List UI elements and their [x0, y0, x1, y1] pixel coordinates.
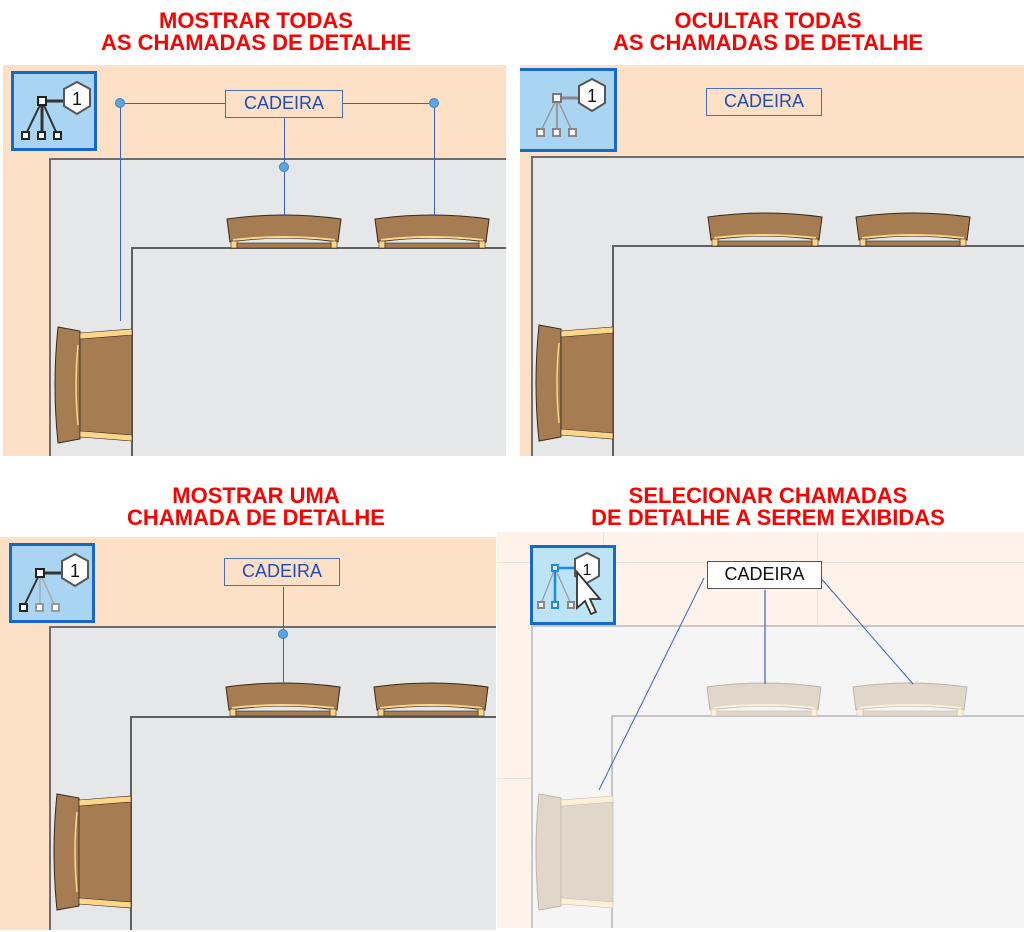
- leader-lines: [598, 575, 914, 791]
- chair-top-1[interactable]: [225, 214, 343, 249]
- chair-top-2[interactable]: [372, 682, 490, 717]
- title-line-2: AS CHAMADAS DE DETALHE: [100, 30, 412, 55]
- title-line-2: AS CHAMADAS DE DETALHE: [612, 30, 924, 55]
- chair-top-1[interactable]: [224, 682, 342, 717]
- title-line-2: DE DETALHE A SEREM EXIBIDAS: [591, 505, 945, 530]
- title-line-1: MOSTRAR UMA: [172, 483, 340, 508]
- leader-handle-center[interactable]: [279, 162, 289, 172]
- callout-tree-all-icon: 1: [21, 80, 91, 140]
- chair-left[interactable]: [52, 792, 132, 912]
- chair-left[interactable]: [534, 323, 614, 443]
- leader-handle-center[interactable]: [278, 629, 288, 639]
- callout-tree-one-icon: 1: [19, 552, 89, 612]
- svg-text:1: 1: [583, 562, 592, 579]
- title-line-1: OCULTAR TODAS: [674, 8, 862, 33]
- chair-left[interactable]: [53, 325, 133, 445]
- hide-all-callouts-tool-button[interactable]: 1: [520, 68, 617, 152]
- callout-tree-select-cursor-icon: 1: [537, 551, 602, 616]
- table: [130, 716, 496, 930]
- leader-right: [434, 103, 435, 215]
- chair-left[interactable]: [534, 792, 614, 912]
- panel-show-all: CADEIRA 1: [3, 65, 506, 456]
- panel-title-show-all: MOSTRAR TODAS AS CHAMADAS DE DETALHE: [0, 10, 512, 54]
- mouse-cursor-icon: [576, 569, 602, 616]
- grid-line: [497, 778, 532, 779]
- panel-title-show-one: MOSTRAR UMA CHAMADA DE DETALHE: [0, 485, 512, 529]
- leader-left: [120, 103, 121, 321]
- table: [131, 247, 506, 456]
- panel-hide-all: CADEIRA 1: [520, 65, 1024, 456]
- chair-top-1[interactable]: [705, 682, 823, 717]
- leader-handle-left[interactable]: [115, 98, 125, 108]
- chair-top-2[interactable]: [373, 214, 491, 249]
- chair-top-2[interactable]: [851, 682, 969, 717]
- show-all-callouts-tool-button[interactable]: 1: [11, 71, 97, 151]
- table: [612, 245, 1024, 456]
- panel-title-select-shown: SELECIONAR CHAMADAS DE DETALHE A SEREM E…: [512, 485, 1024, 529]
- leader-horizontal-left: [120, 103, 225, 104]
- callout-tag[interactable]: CADEIRA: [707, 561, 822, 589]
- svg-text:1: 1: [70, 561, 80, 581]
- svg-text:1: 1: [587, 86, 597, 106]
- svg-text:1: 1: [72, 89, 82, 109]
- callout-tag[interactable]: CADEIRA: [225, 90, 343, 118]
- select-callouts-tool-button[interactable]: 1: [530, 545, 616, 625]
- callout-tag[interactable]: CADEIRA: [224, 558, 340, 586]
- title-line-2: CHAMADA DE DETALHE: [127, 505, 385, 530]
- callout-tree-none-icon: 1: [536, 77, 606, 137]
- panel-show-one: CADEIRA 1: [0, 537, 496, 930]
- chair-top-1[interactable]: [706, 212, 824, 247]
- leader-handle-right[interactable]: [429, 98, 439, 108]
- chair-top-2[interactable]: [854, 212, 972, 247]
- callout-tag[interactable]: CADEIRA: [706, 88, 822, 116]
- panel-select-shown: CADEIRA 1: [497, 532, 1024, 928]
- leader-horizontal-right: [343, 103, 431, 104]
- title-line-1: SELECIONAR CHAMADAS: [628, 483, 908, 508]
- panel-title-hide-all: OCULTAR TODAS AS CHAMADAS DE DETALHE: [512, 10, 1024, 54]
- table: [611, 715, 1024, 928]
- title-line-1: MOSTRAR TODAS: [159, 8, 353, 33]
- show-one-callout-tool-button[interactable]: 1: [9, 543, 95, 623]
